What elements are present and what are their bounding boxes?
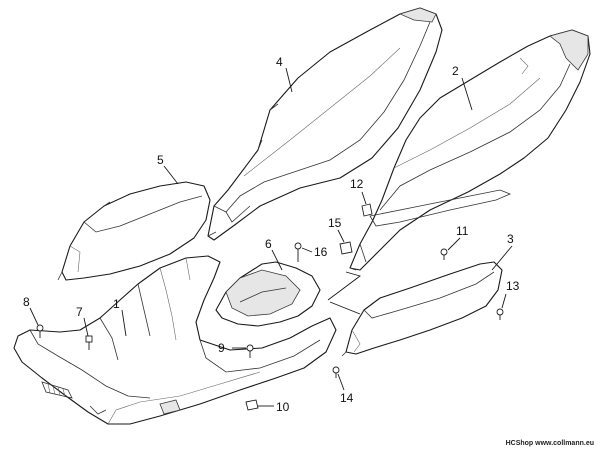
callout-14: 14 — [340, 391, 354, 405]
leader-lines — [29, 67, 513, 407]
callout-15: 15 — [328, 216, 342, 230]
callout-10: 10 — [276, 400, 290, 414]
screw-13-icon — [496, 308, 504, 320]
callout-13: 13 — [506, 279, 520, 293]
callout-3: 3 — [507, 232, 514, 246]
clip-15-icon — [339, 241, 353, 255]
part-2-right-side-panel — [349, 29, 591, 271]
fasteners — [36, 203, 504, 411]
clip-12-icon — [361, 203, 373, 217]
footer-credit: HCShop www.collmann.eu — [505, 440, 594, 447]
callout-4: 4 — [276, 55, 283, 69]
callout-16: 16 — [314, 245, 328, 259]
screw-11-icon — [440, 248, 448, 260]
callout-7: 7 — [76, 305, 83, 319]
callout-6: 6 — [265, 237, 272, 251]
callout-5: 5 — [157, 153, 164, 167]
callout-11: 11 — [456, 224, 469, 238]
part-1-lower-body — [13, 255, 337, 425]
callout-1: 1 — [113, 297, 120, 311]
callout-labels: 1 2 3 4 5 6 7 8 9 10 11 12 13 14 15 16 — [23, 55, 520, 414]
screw-7-icon — [85, 335, 93, 350]
screw-16-icon — [294, 242, 302, 262]
callout-9: 9 — [218, 341, 225, 355]
clip-10-icon — [245, 399, 259, 411]
part-5-front-cover — [57, 181, 211, 281]
screw-8-icon — [36, 324, 44, 338]
grille-vents — [41, 381, 73, 399]
screw-14-icon — [332, 366, 340, 378]
part-6-bracket — [215, 261, 321, 327]
callout-2: 2 — [452, 64, 459, 78]
callout-12: 12 — [350, 177, 364, 191]
part-4-left-side-panel — [207, 7, 443, 241]
callout-8: 8 — [23, 295, 30, 309]
part-3-rear-lower-cover — [341, 261, 503, 357]
screw-9-icon — [246, 344, 254, 358]
